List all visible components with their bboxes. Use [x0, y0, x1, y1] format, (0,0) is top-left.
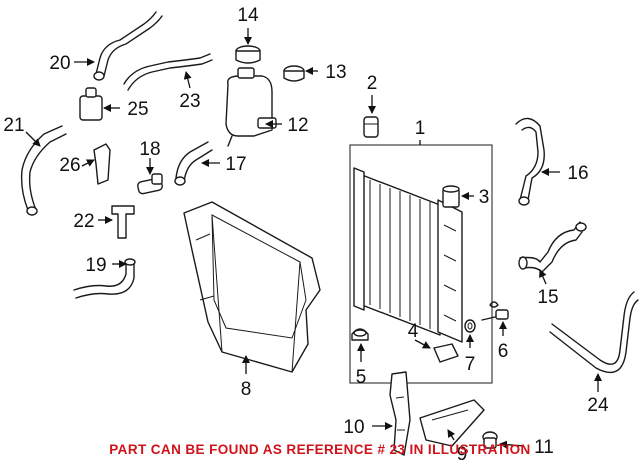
callout-17: 17	[225, 154, 246, 175]
part-20-hose	[93, 11, 163, 81]
part-25-housing	[79, 87, 103, 121]
callout-1: 1	[415, 118, 426, 139]
callout-18: 18	[139, 139, 160, 160]
part-13-cap	[283, 65, 305, 82]
callout-3: 3	[479, 187, 490, 208]
part-8-fan-shroud	[183, 201, 321, 373]
callout-labels: 1 2 3 4 5 6 7 8 9 10 11 12 13 14 15 16 1…	[3, 5, 609, 465]
callout-11: 11	[534, 437, 554, 458]
arrow-21	[25, 131, 41, 147]
part-19-hose	[73, 258, 136, 299]
part-16-hose	[515, 117, 545, 206]
radiator-assembly	[349, 140, 493, 384]
part-2-plug	[363, 116, 379, 138]
part-14-tank-cap	[235, 45, 261, 64]
callout-2: 2	[367, 73, 378, 94]
callout-15: 15	[537, 287, 558, 308]
part-9-air-guide	[419, 399, 485, 447]
part-22-connector	[111, 205, 135, 239]
part-3-mount	[442, 185, 460, 208]
callout-26: 26	[59, 155, 80, 176]
part-18-connector	[137, 173, 163, 195]
callout-25: 25	[127, 99, 148, 120]
arrow-23	[183, 71, 192, 89]
callout-20: 20	[49, 53, 70, 74]
part-6-drain-plug	[481, 301, 509, 321]
part-10-bracket	[389, 371, 411, 456]
callout-22: 22	[73, 211, 94, 232]
radiator-left-tank	[353, 167, 365, 311]
callout-12: 12	[287, 115, 308, 136]
radiator-bracket-box	[349, 144, 493, 384]
arrow-26	[81, 159, 95, 167]
arrow-11	[499, 440, 525, 449]
arrow-9	[447, 429, 456, 441]
callout-5: 5	[356, 367, 367, 388]
callout-6: 6	[498, 341, 509, 362]
callout-21: 21	[3, 115, 24, 136]
callout-9: 9	[457, 444, 468, 465]
callout-arrows	[25, 28, 602, 449]
part-17-hose	[174, 141, 213, 186]
callout-24: 24	[587, 395, 609, 416]
part-15-hose	[518, 221, 587, 273]
callout-16: 16	[567, 163, 588, 184]
arrow-4	[414, 339, 431, 349]
callout-13: 13	[325, 62, 346, 83]
part-26-bracket	[93, 143, 111, 185]
callout-14: 14	[237, 5, 259, 26]
part-23-hose	[123, 53, 213, 91]
callout-19: 19	[85, 255, 106, 276]
radiator-core	[361, 174, 441, 336]
part-7-ring	[464, 319, 476, 333]
arrow-15	[539, 269, 547, 285]
callout-10: 10	[343, 417, 364, 438]
callout-7: 7	[465, 354, 476, 375]
callout-23: 23	[179, 91, 200, 112]
part-12-expansion-tank	[225, 67, 277, 147]
part-24-pipe	[549, 291, 639, 374]
part-11-clip	[482, 431, 498, 449]
part-5-mount	[351, 328, 369, 341]
callout-8: 8	[241, 379, 252, 400]
reference-note: PART CAN BE FOUND AS REFERENCE # 23 IN I…	[109, 442, 531, 457]
part-4-bracket	[433, 343, 459, 363]
callout-4: 4	[408, 321, 419, 342]
radiator-right-tank	[437, 199, 463, 343]
